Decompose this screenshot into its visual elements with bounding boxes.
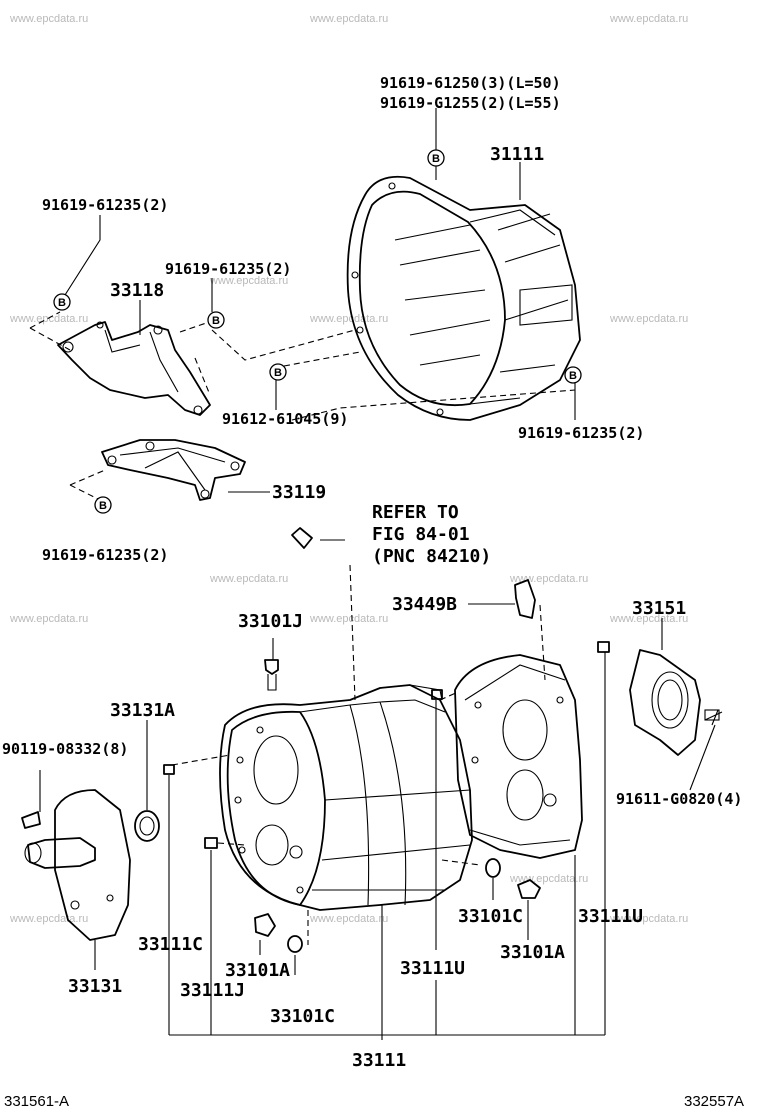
upper-labels: 91619-61250(3)(L=50) 91619-G1255(2)(L=55… bbox=[42, 74, 644, 564]
part-label: 91619-61235(2) bbox=[42, 546, 168, 564]
lower-leader-lines bbox=[39, 539, 716, 1040]
part-label: 33131A bbox=[110, 700, 175, 721]
part-label: 90119-08332(8) bbox=[2, 740, 128, 758]
bubble-b-marker: B bbox=[269, 363, 287, 381]
bubble-markers: B B B B B B bbox=[53, 149, 582, 514]
watermark: www.epcdata.ru bbox=[609, 313, 688, 325]
pin-33111c bbox=[163, 764, 175, 775]
gasket-33101c bbox=[287, 935, 303, 953]
part-label: 91619-61235(2) bbox=[518, 424, 644, 442]
watermark: www.epcdata.ru bbox=[309, 13, 388, 25]
part-label: FIG 84-01 bbox=[372, 524, 470, 545]
bubble-b-marker: B bbox=[427, 149, 445, 167]
part-label: 91619-G1255(2)(L=55) bbox=[380, 94, 561, 112]
part-label: 91619-61235(2) bbox=[165, 260, 291, 278]
plug-33101a-right bbox=[517, 879, 541, 899]
svg-text:B: B bbox=[212, 315, 220, 327]
watermark-layer: www.epcdata.ru www.epcdata.ru www.epcdat… bbox=[9, 13, 688, 925]
watermark: www.epcdata.ru bbox=[309, 913, 388, 925]
bubble-b-marker: B bbox=[94, 496, 112, 514]
plug-33101a bbox=[254, 913, 276, 937]
bolt-90119 bbox=[21, 811, 41, 829]
watermark: www.epcdata.ru bbox=[9, 913, 88, 925]
plug-33101j bbox=[264, 659, 279, 675]
seal-retainer-33151-part bbox=[629, 649, 723, 756]
bubble-b-marker: B bbox=[564, 366, 582, 384]
part-label: REFER TO bbox=[372, 502, 459, 523]
clip-33449b bbox=[514, 579, 536, 619]
bubble-b-marker: B bbox=[53, 293, 71, 311]
transmission-case-part bbox=[219, 684, 473, 911]
part-label: 91619-61250(3)(L=50) bbox=[380, 74, 561, 92]
part-label: 33118 bbox=[110, 280, 164, 301]
watermark: www.epcdata.ru bbox=[209, 573, 288, 585]
part-label: 91619-61235(2) bbox=[42, 196, 168, 214]
watermark: www.epcdata.ru bbox=[609, 613, 688, 625]
part-label: 33111J bbox=[180, 980, 245, 1001]
front-retainer-33131-part bbox=[24, 789, 131, 941]
bubble-b-marker: B bbox=[207, 311, 225, 329]
part-label: 33101J bbox=[238, 611, 303, 632]
footer-right-code: 332557A bbox=[684, 1093, 744, 1110]
part-label: 33111U bbox=[400, 958, 465, 979]
svg-text:B: B bbox=[274, 367, 282, 379]
bracket-33118-part bbox=[57, 321, 211, 416]
part-label: 33101A bbox=[500, 942, 565, 963]
part-label: 33119 bbox=[272, 482, 326, 503]
oil-seal-33131a bbox=[134, 810, 160, 842]
switch-84210 bbox=[291, 527, 313, 549]
svg-text:B: B bbox=[432, 153, 440, 165]
watermark: www.epcdata.ru bbox=[9, 613, 88, 625]
watermark: www.epcdata.ru bbox=[209, 275, 288, 287]
pin-33111u-right bbox=[597, 641, 610, 653]
clutch-housing-part bbox=[346, 175, 581, 421]
part-label: 33131 bbox=[68, 976, 122, 997]
part-label: (PNC 84210) bbox=[372, 546, 491, 567]
part-label: 33111U bbox=[578, 906, 643, 927]
pin-33111u bbox=[431, 689, 443, 700]
svg-text:B: B bbox=[58, 297, 66, 309]
watermark: www.epcdata.ru bbox=[609, 913, 688, 925]
watermark: www.epcdata.ru bbox=[609, 13, 688, 25]
upper-leader-lines bbox=[29, 108, 576, 501]
part-label: 33111 bbox=[352, 1050, 406, 1071]
gasket-33101c-right bbox=[485, 858, 501, 878]
part-label: 33111C bbox=[138, 934, 203, 955]
watermark: www.epcdata.ru bbox=[309, 613, 388, 625]
watermark: www.epcdata.ru bbox=[9, 313, 88, 325]
footer-left-code: 331561-A bbox=[4, 1093, 69, 1110]
svg-text:B: B bbox=[99, 500, 107, 512]
bracket-33119-part bbox=[101, 439, 246, 501]
part-label: 91611-G0820(4) bbox=[616, 790, 742, 808]
watermark: www.epcdata.ru bbox=[509, 873, 588, 885]
part-label: 33101C bbox=[458, 906, 523, 927]
svg-text:B: B bbox=[569, 370, 577, 382]
intermediate-plate-part bbox=[454, 654, 583, 859]
small-parts bbox=[21, 527, 610, 953]
part-label: 33151 bbox=[632, 598, 686, 619]
part-label: 91612-61045(9) bbox=[222, 410, 348, 428]
part-label: 33101C bbox=[270, 1006, 335, 1027]
part-label: 33449B bbox=[392, 594, 457, 615]
part-label: 31111 bbox=[490, 144, 544, 165]
part-label: 33101A bbox=[225, 960, 290, 981]
pin-33111j bbox=[204, 837, 218, 849]
watermark: www.epcdata.ru bbox=[9, 13, 88, 25]
lower-labels: REFER TO FIG 84-01 (PNC 84210) 33449B 33… bbox=[2, 502, 742, 1071]
watermark: www.epcdata.ru bbox=[309, 313, 388, 325]
